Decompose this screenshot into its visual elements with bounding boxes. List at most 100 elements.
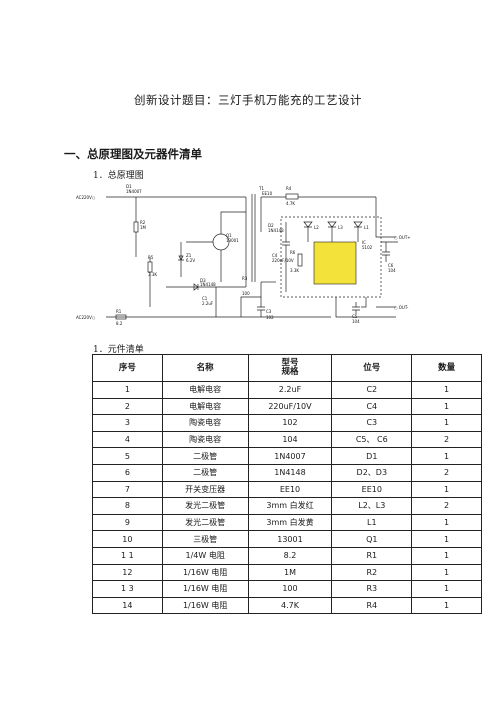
table-cell: 二极管 [161,447,249,465]
table-cell: 电解电容 [161,397,249,416]
header-position: 位号 [331,354,413,382]
label-c1: C1 [202,296,208,301]
table-cell: 1 [411,580,482,598]
label-ic: IC [362,240,366,245]
table-cell: 三极管 [161,530,249,548]
label-d1: D1 [126,184,132,189]
table-cell: 4 [92,430,163,449]
table-cell: 1/4W 电阻 [161,546,249,565]
label-r4: R4 [286,186,292,191]
label-r6-val: 3.3K [290,268,299,273]
table-cell: 陶瓷电容 [161,430,249,449]
table-cell: 1/16W 电阻 [161,580,249,598]
table-cell: 5 [92,447,163,465]
table-cell: 发光二极管 [161,497,249,515]
header-name: 名称 [161,354,249,382]
section-heading: 一、总原理图及元器件清单 [64,147,202,161]
subheading-schematic: 1．总原理图 [93,171,144,181]
label-r1: R1 [116,309,122,314]
ic-5102 [313,241,357,285]
label-r3: R3 [242,276,248,281]
label-l2: L2 [314,225,319,230]
label-q1: Q1 [226,233,232,238]
table-cell: 1 [411,414,482,432]
table-cell: 1N4148 [247,463,333,482]
label-ic-part: 5102 [362,245,373,250]
subheading-bom: 1．元件清单 [93,345,144,355]
label-d3: D3 [200,278,206,283]
label-d2: D2 [268,223,274,228]
label-q1-part: 13001 [226,238,239,243]
label-c3: C3 [266,309,272,314]
header-index: 序号 [92,354,163,382]
label-l3: L3 [338,225,343,230]
table-cell: 1 [411,530,482,548]
label-out-minus: ○ OUT- [394,305,409,310]
table-cell: 1 [411,513,482,532]
table-cell: 1 [411,447,482,465]
label-r1-val: 8.2 [116,321,123,326]
label-r2: R2 [140,220,146,225]
table-cell: 1/16W 电阻 [161,596,249,615]
table-cell: 电解电容 [161,381,249,399]
table-cell: 1N4007 [247,447,333,465]
table-cell: 1 [411,596,482,615]
label-ac-bottom: AC220V○ [76,315,96,320]
label-r5-val: 3.3K [148,272,157,277]
label-out-plus: ○ OUT+ [394,235,411,240]
table-cell: 102 [247,414,333,432]
table-cell: 10 [92,530,163,548]
table-cell: 100 [247,580,333,598]
label-c6-val: 104 [388,268,396,273]
label-d3-part: 1N4148 [200,282,216,287]
table-cell: 13001 [247,530,333,548]
label-r2-val: 1M [140,225,147,230]
table-cell: C5、 C6 [331,430,413,449]
label-c5-val: 104 [352,319,360,324]
label-d2-part: 1N4148 [268,228,284,233]
label-c4: C4 [272,253,278,258]
table-cell: 220uF/10V [247,397,333,416]
table-cell: 3 [92,414,163,432]
table-cell: 2 [411,497,482,515]
table-cell: R3 [331,580,413,598]
table-cell: R4 [331,596,413,615]
header-model: 型号 规格 [247,354,333,382]
table-cell: 14 [92,596,163,615]
table-cell: 3mm 白发黄 [247,513,333,532]
table-cell: D1 [331,447,413,465]
table-cell: L2、L3 [331,497,413,515]
table-cell: 9 [92,513,163,532]
label-l1: L1 [364,225,369,230]
table-cell: 1/16W 电阻 [161,563,249,582]
label-c1-val: 2.2uF [202,301,214,306]
table-cell: 1 [411,546,482,565]
table-cell: 1 [411,480,482,499]
label-t1: T1 [258,186,264,191]
table-cell: EE10 [247,480,333,499]
table-cell: 2 [411,463,482,482]
table-cell: 2 [92,397,163,416]
table-cell: 104 [247,430,333,449]
label-ac-top: AC220V○ [76,195,96,200]
table-cell: L1 [331,513,413,532]
table-cell: 8 [92,497,163,515]
table-cell: 2 [411,430,482,449]
table-cell: 6 [92,463,163,482]
table-cell: 1 3 [92,580,163,598]
table-cell: 发光二极管 [161,513,249,532]
table-cell: 12 [92,563,163,582]
circuit-schematic: AC220V○ AC220V○ D1 1N4007 R2 1M T1 EE10 … [76,184,411,326]
